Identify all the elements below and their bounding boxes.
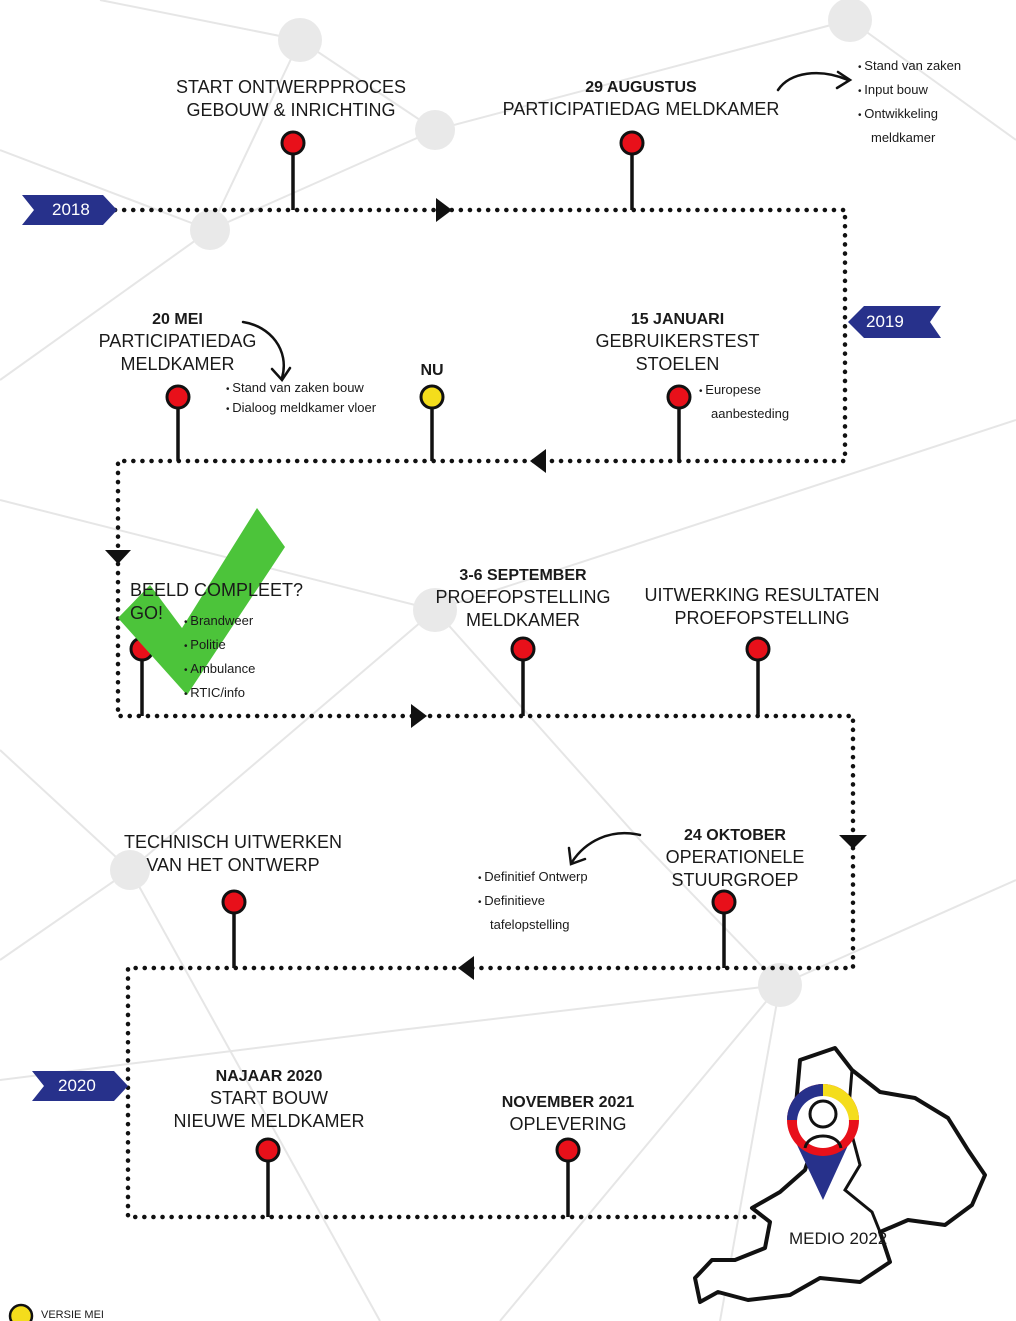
- arrow-down-icon: [105, 550, 131, 564]
- medio-2022-label: MEDIO 2022: [789, 1229, 888, 1248]
- milestone-15-januari: 15 JANUARI GEBRUIKERSTEST STOELEN: [595, 311, 760, 374]
- arrow-right-icon: [411, 704, 427, 728]
- milestone-nu: NU: [420, 362, 444, 379]
- year-banners: [22, 195, 941, 1101]
- arrow-down-icon: [839, 835, 867, 849]
- milestone-3-6-september: 3-6 SEPTEMBER PROEFOPSTELLING MELDKAMER: [435, 567, 611, 630]
- milestone-uitwerking-resultaten: UITWERKING RESULTATEN PROEFOPSTELLING: [644, 585, 880, 628]
- notes-29-augustus: Stand van zaken Input bouw Ontwikkeling …: [858, 55, 961, 149]
- milestone-technisch-uitwerken: TECHNISCH UITWERKEN VAN HET ONTWERP: [123, 832, 342, 875]
- arrow-left-icon: [530, 449, 546, 473]
- milestone-start-ontwerp: START ONTWERPPROCES GEBOUW & INRICHTING: [175, 77, 407, 120]
- pin-heads: [129, 130, 771, 1163]
- version-label: VERSIE MEI: [41, 1309, 104, 1321]
- milestone-najaar-2020: NAJAAR 2020 START BOUW NIEUWE MELDKAMER: [173, 1068, 365, 1131]
- region-map-icon: [693, 1046, 987, 1304]
- notes-beeld-compleet: Brandweer Politie Ambulance RTIC/info: [184, 610, 255, 706]
- milestone-20-mei: 20 MEI PARTICIPATIEDAG MELDKAMER: [98, 311, 257, 374]
- arrow-right-icon: [436, 198, 452, 222]
- version-dot-icon: [8, 1303, 34, 1321]
- timeline-path: [112, 207, 856, 1220]
- year-label-2018: 2018: [52, 200, 90, 219]
- year-label-2019: 2019: [866, 312, 904, 331]
- background-nodes: [110, 0, 872, 1007]
- notes-24-oktober: Definitief Ontwerp Definitieve tafelopst…: [478, 866, 587, 936]
- year-label-2020: 2020: [58, 1076, 96, 1095]
- notes-15-januari: Europese aanbesteding: [699, 379, 789, 425]
- arrow-left-icon: [458, 956, 474, 980]
- headset-location-logo: [787, 1084, 859, 1200]
- milestone-24-oktober: 24 OKTOBER OPERATIONELE STUURGROEP: [665, 827, 805, 890]
- notes-20-mei: Stand van zaken bouw Dialoog meldkamer v…: [226, 379, 376, 419]
- direction-arrows: [105, 198, 867, 980]
- note-arrows: [241, 70, 853, 866]
- milestone-29-augustus: 29 AUGUSTUS PARTICIPATIEDAG MELDKAMER: [502, 79, 780, 119]
- check-mark-icon: [118, 508, 285, 695]
- milestone-november-2021: NOVEMBER 2021 OPLEVERING: [501, 1094, 635, 1134]
- milestone-beeld-compleet: BEELD COMPLEET? GO!: [130, 580, 304, 623]
